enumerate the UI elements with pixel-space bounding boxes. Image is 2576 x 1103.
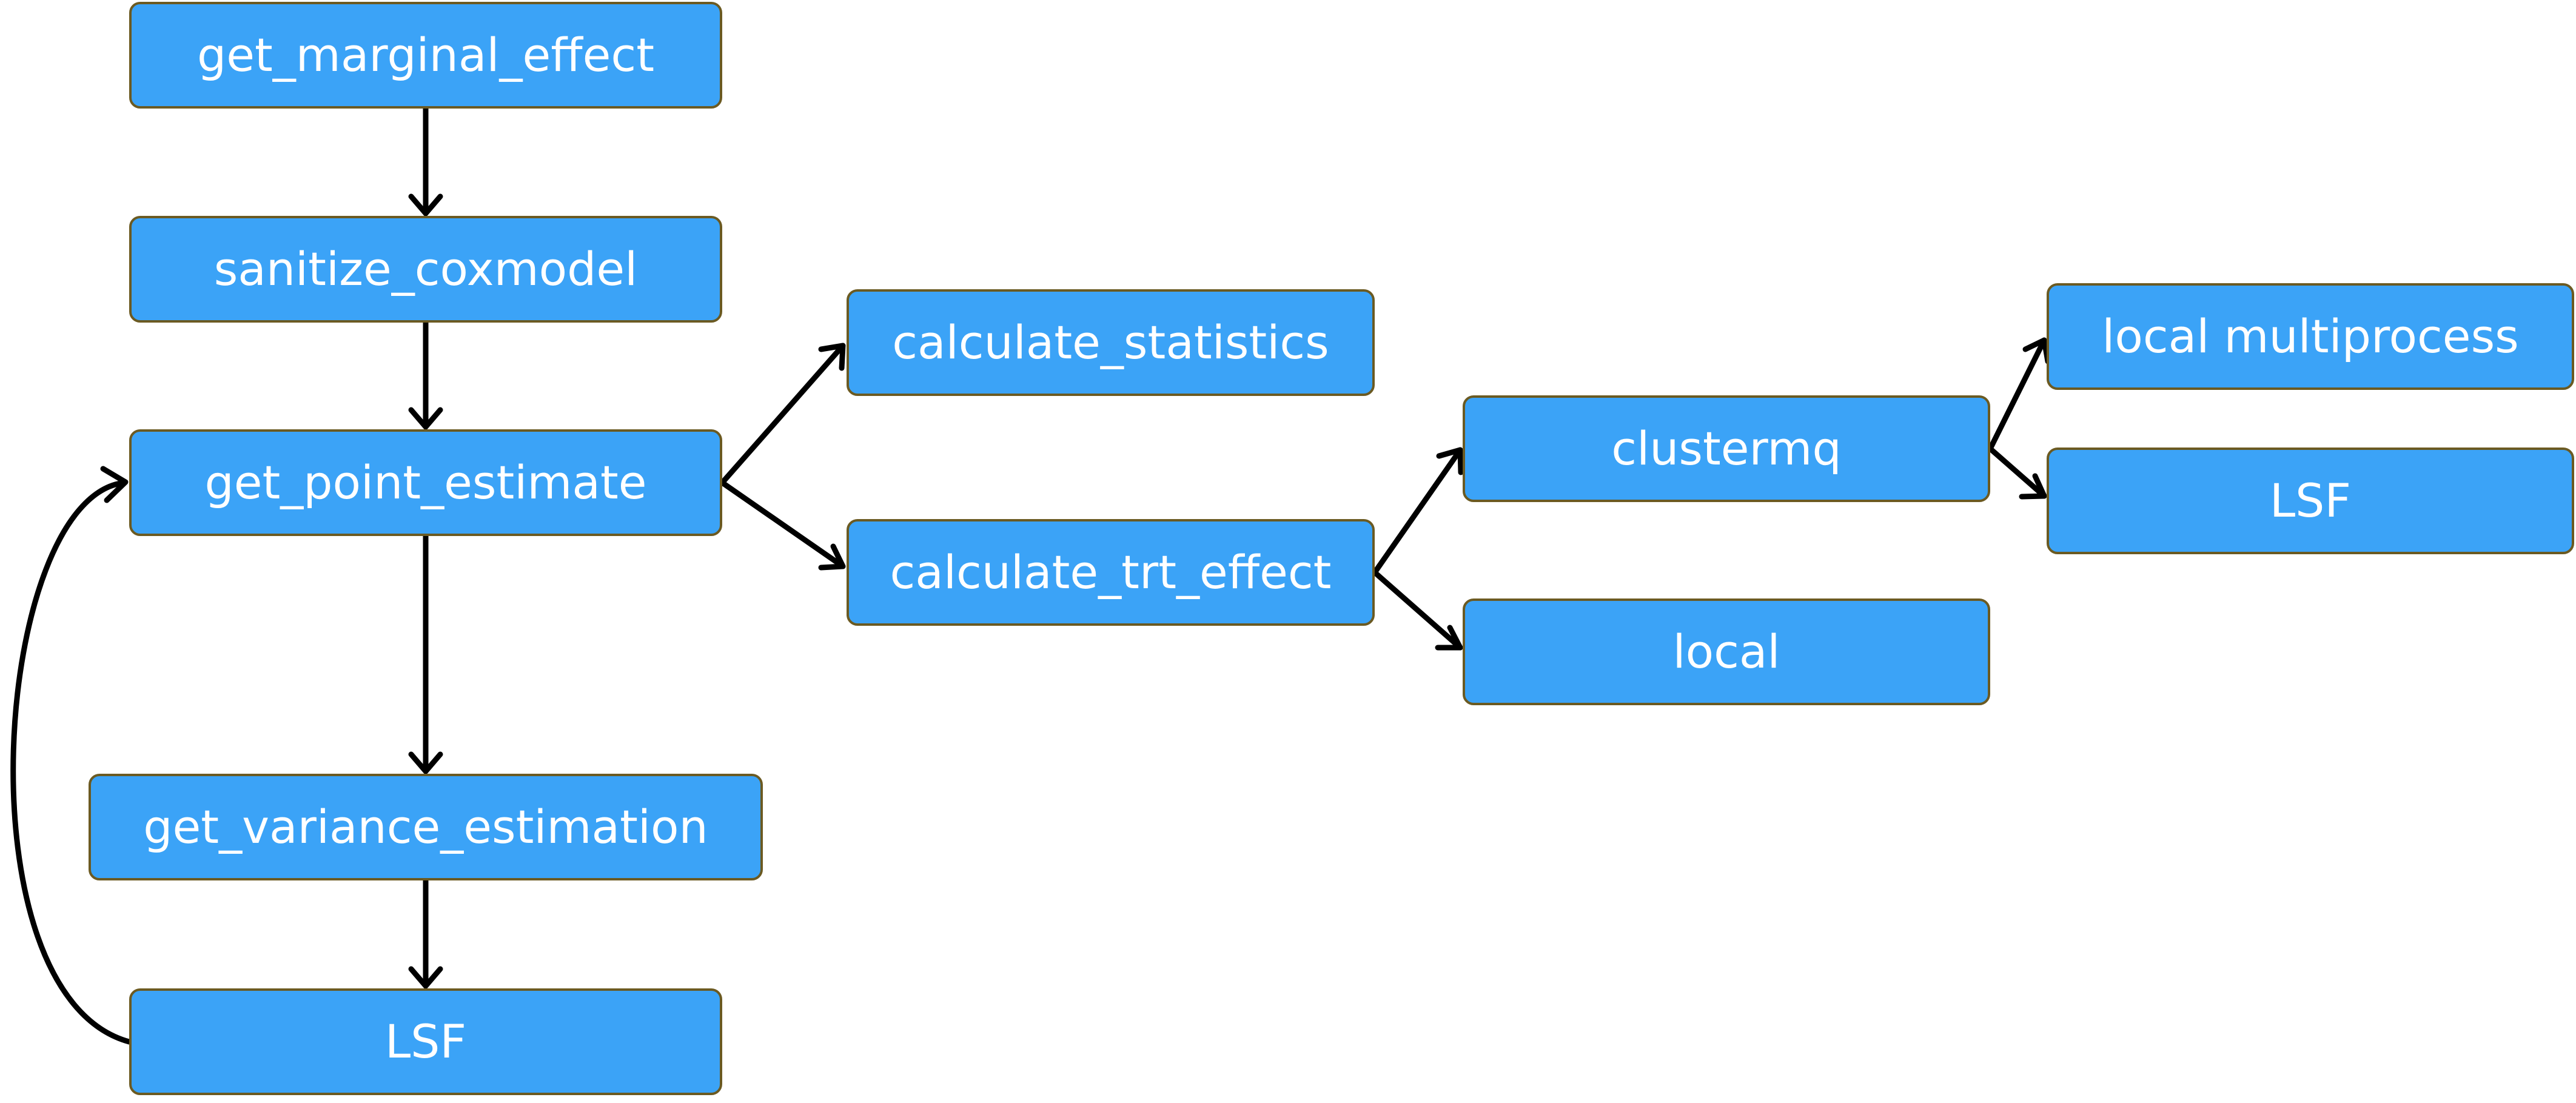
node-local-multiprocess: local multiprocess	[2047, 283, 2574, 390]
node-label: calculate_trt_effect	[890, 545, 1332, 599]
node-get-point-estimate: get_point_estimate	[129, 429, 722, 536]
edge-trt-to-clustermq	[1372, 447, 1463, 575]
node-get-marginal-effect: get_marginal_effect	[129, 2, 722, 109]
arrowhead	[408, 193, 443, 216]
edge-point-to-statistics	[719, 343, 846, 486]
node-label: local multiprocess	[2102, 309, 2519, 363]
arrowhead	[2019, 473, 2047, 500]
edge-trt-to-local	[1372, 569, 1463, 651]
arrowhead	[818, 543, 846, 571]
edge-lsf-loop-to-point	[10, 480, 132, 1045]
node-label: LSF	[384, 1014, 467, 1068]
edge-clustermq-to-multiprocess	[1987, 337, 2047, 452]
arrowhead	[408, 407, 443, 430]
node-clustermq: clustermq	[1463, 395, 1990, 502]
node-label: get_point_estimate	[204, 455, 647, 509]
arrowhead	[1435, 625, 1463, 651]
node-local: local	[1463, 598, 1990, 705]
node-label: sanitize_coxmodel	[213, 242, 638, 296]
arrowhead	[408, 751, 443, 774]
node-calculate-statistics: calculate_statistics	[847, 289, 1375, 396]
node-label: get_marginal_effect	[197, 28, 654, 82]
arrowhead	[1436, 447, 1464, 475]
arrowhead	[818, 343, 846, 371]
node-label: LSF	[2269, 474, 2352, 528]
arrowhead	[100, 466, 129, 503]
node-label: local	[1672, 625, 1780, 679]
node-lsf-left: LSF	[129, 988, 722, 1095]
edge-clustermq-to-lsf	[1987, 446, 2047, 499]
edge-point-to-trt	[719, 480, 846, 569]
node-label: calculate_statistics	[892, 315, 1329, 369]
arrowhead	[408, 966, 443, 989]
node-label: clustermq	[1611, 421, 1842, 475]
node-calculate-trt-effect: calculate_trt_effect	[847, 519, 1375, 626]
node-lsf-right: LSF	[2047, 448, 2574, 554]
node-label: get_variance_estimation	[143, 800, 708, 854]
node-get-variance-estimation: get_variance_estimation	[89, 774, 763, 880]
node-sanitize-coxmodel: sanitize_coxmodel	[129, 216, 722, 323]
